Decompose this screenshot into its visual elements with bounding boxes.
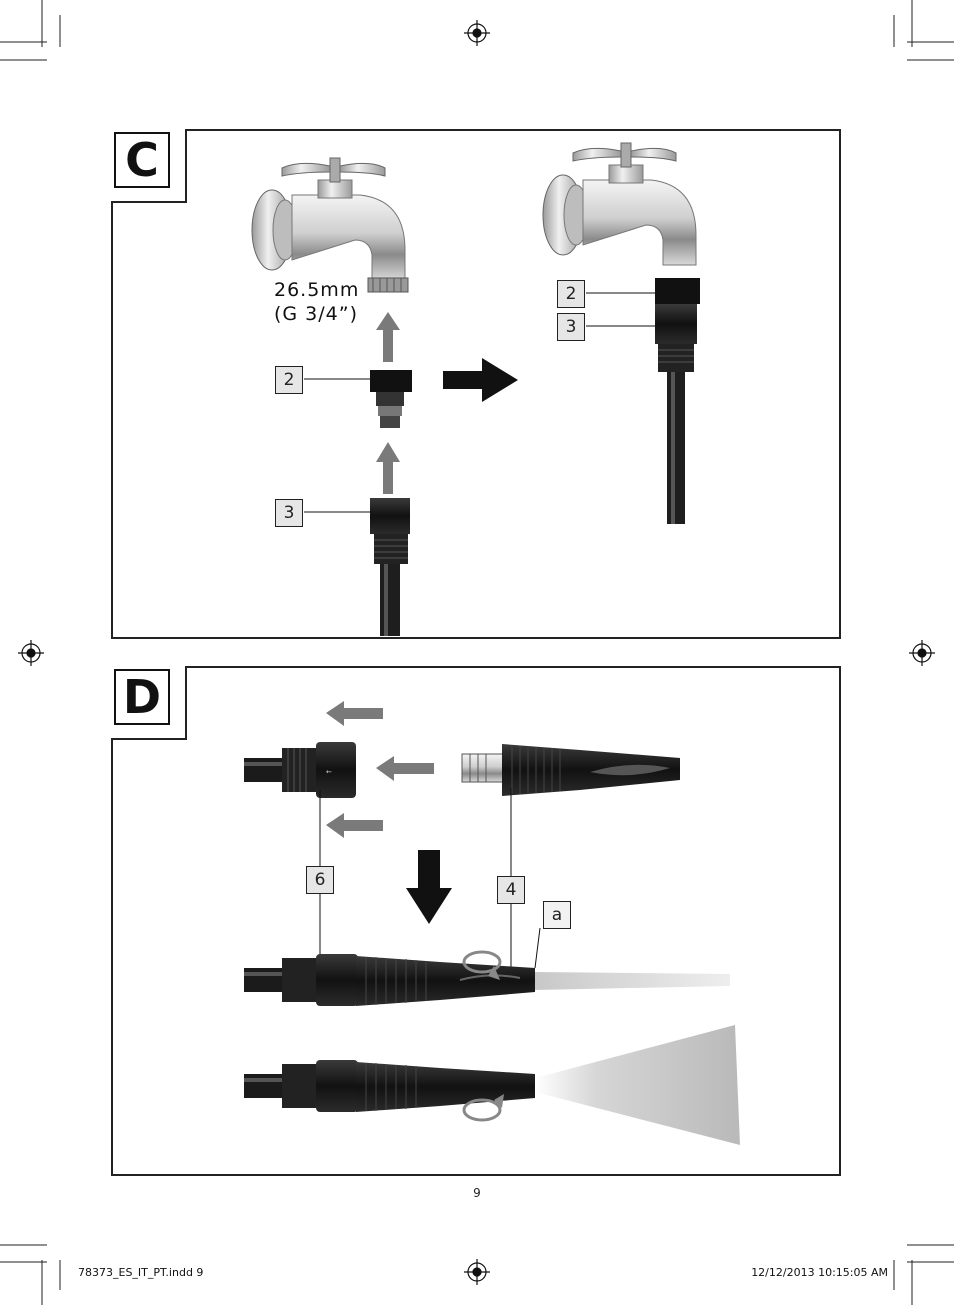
callout-4: 4 bbox=[497, 876, 525, 904]
footer-datetime: 12/12/2013 10:15:05 AM bbox=[751, 1266, 888, 1279]
callout-6: 6 bbox=[306, 866, 334, 894]
panel-c-letter: C bbox=[114, 132, 170, 188]
callout-a: a bbox=[543, 901, 571, 929]
callout-3-right: 3 bbox=[557, 313, 585, 341]
registration-mark-right bbox=[909, 640, 935, 666]
callout-2-left: 2 bbox=[275, 366, 303, 394]
thread-size-label: 26.5mm bbox=[274, 279, 360, 301]
footer-file-name: 78373_ES_IT_PT.indd 9 bbox=[78, 1266, 204, 1279]
callout-3-left: 3 bbox=[275, 499, 303, 527]
panel-d-tab: D bbox=[111, 666, 187, 740]
registration-mark-left bbox=[18, 640, 44, 666]
registration-mark-bottom bbox=[464, 1259, 490, 1285]
registration-mark-top bbox=[464, 20, 490, 46]
panel-c: C bbox=[111, 129, 841, 639]
panel-d-letter: D bbox=[114, 669, 170, 725]
page-number: 9 bbox=[473, 1186, 481, 1200]
callout-2-right: 2 bbox=[557, 280, 585, 308]
panel-c-tab: C bbox=[111, 129, 187, 203]
thread-spec-label: (G 3/4”) bbox=[274, 303, 359, 325]
panel-d: D bbox=[111, 666, 841, 1176]
